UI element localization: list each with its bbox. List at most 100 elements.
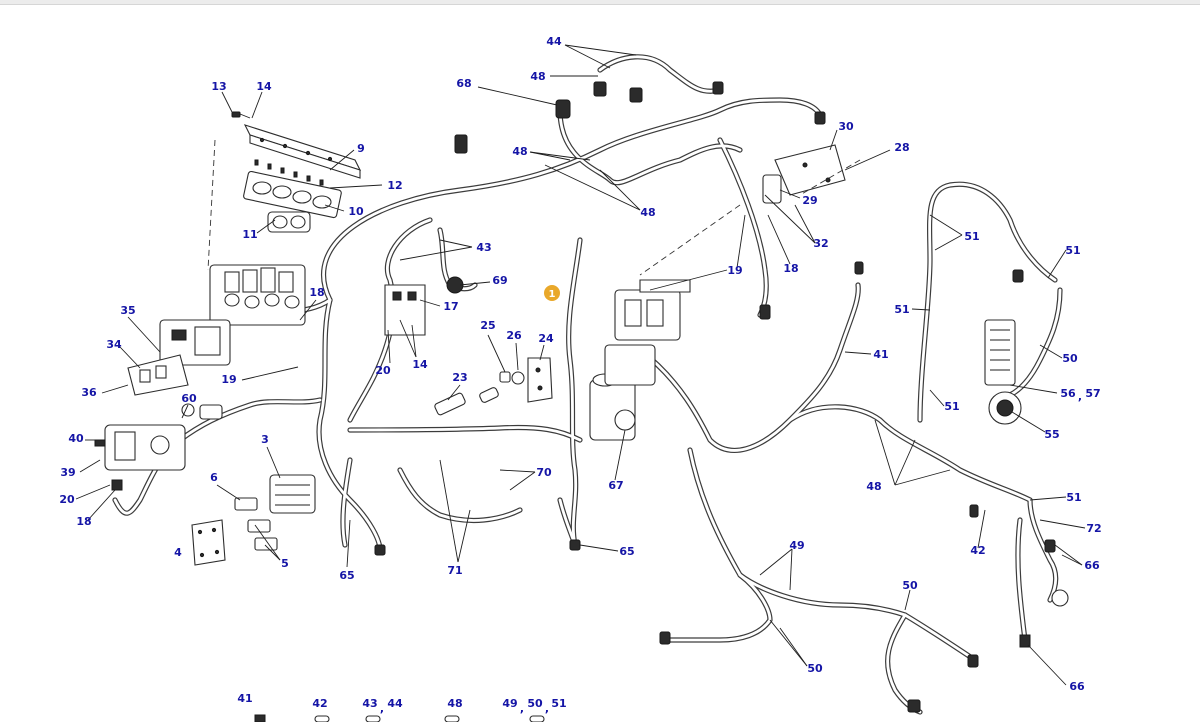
horn-55 [988, 391, 1022, 425]
hotspot-badge[interactable]: 1 [544, 285, 560, 301]
callout-49-bottom: 49 [502, 697, 517, 710]
callout-18: 18 [309, 286, 324, 299]
callout-5: 5 [281, 557, 289, 570]
callout-20: 20 [375, 364, 391, 377]
fuse-holder-39 [94, 424, 186, 491]
sensor-23 [434, 387, 499, 416]
screw-13 [231, 111, 251, 119]
right-lower-run [687, 447, 978, 663]
callout-35: 35 [120, 304, 135, 317]
callout-28: 28 [894, 141, 909, 154]
harness-wires-inner [113, 55, 1062, 714]
callout-40: 40 [68, 432, 84, 445]
callout-67: 67 [608, 479, 623, 492]
callout-51-bottom: 51 [551, 697, 566, 710]
callout-50: 50 [902, 579, 918, 592]
clamp-3 [269, 474, 316, 514]
callout-30: 30 [838, 120, 854, 133]
bracket-24 [527, 357, 553, 403]
callout-4: 4 [174, 546, 182, 559]
fittings-25-26 [499, 371, 525, 385]
callout-66: 66 [1084, 559, 1100, 572]
callout-19: 19 [221, 373, 236, 386]
callout-49: 49 [789, 539, 804, 552]
callout-48-bottom: 48 [447, 697, 462, 710]
callout-comma: , [545, 702, 549, 715]
callout-43: 43 [476, 241, 491, 254]
callout-3: 3 [261, 433, 269, 446]
callout-72: 72 [1086, 522, 1101, 535]
callout-51: 51 [1066, 491, 1081, 504]
callout-48: 48 [530, 70, 545, 83]
callout-25: 25 [480, 319, 495, 332]
bottom-parts-row [254, 714, 545, 722]
cable-45-lower [397, 467, 523, 524]
left-harness-lower [316, 297, 383, 553]
pump-assembly-67 [589, 344, 656, 441]
unit-56-57 [984, 319, 1016, 386]
module-35 [159, 319, 231, 366]
callout-19: 19 [727, 264, 742, 277]
callout-48: 48 [512, 145, 527, 158]
callout-23: 23 [452, 371, 467, 384]
callout-36: 36 [81, 386, 97, 399]
hotspot-badge-circle[interactable] [544, 285, 560, 301]
callout-32: 32 [813, 237, 828, 250]
callout-70: 70 [536, 466, 552, 479]
callout-14: 14 [412, 358, 428, 371]
callout-41: 41 [873, 348, 888, 361]
callout-24: 24 [538, 332, 554, 345]
bracket-34 [127, 354, 189, 396]
callout-26: 26 [506, 329, 522, 342]
callout-comma: , [380, 702, 384, 715]
clip-11 [267, 211, 311, 233]
callout-42: 42 [970, 544, 985, 557]
callout-57: 57 [1085, 387, 1100, 400]
fuse-relay-block [207, 139, 306, 326]
callout-50: 50 [807, 662, 823, 675]
callout-41-bottom: 41 [237, 692, 252, 705]
callout-44-bottom: 44 [387, 697, 403, 710]
callout-10: 10 [348, 205, 364, 218]
connector-60 [181, 403, 223, 420]
callout-11: 11 [242, 228, 257, 241]
callout-71: 71 [447, 564, 462, 577]
connectors [374, 81, 1056, 713]
callout-39: 39 [60, 466, 75, 479]
callout-51: 51 [944, 400, 959, 413]
callout-68: 68 [456, 77, 471, 90]
callout-labels: 44 48 68 13 14 9 12 10 11 48 48 43 69 17… [59, 35, 1101, 715]
callout-42-bottom: 42 [312, 697, 327, 710]
callout-51: 51 [964, 230, 979, 243]
lower-drop-to-bottom [885, 612, 923, 715]
plate-4 [191, 519, 226, 566]
window-top-edge [0, 0, 1200, 5]
callout-9: 9 [357, 142, 365, 155]
bracket-9 [243, 124, 362, 179]
callout-comma: , [1078, 390, 1082, 403]
callout-17: 17 [443, 300, 458, 313]
callout-51: 51 [1065, 244, 1080, 257]
callout-43-bottom: 43 [362, 697, 377, 710]
callout-18: 18 [76, 515, 91, 528]
right-vertical-51 [1007, 287, 1063, 398]
callout-13: 13 [211, 80, 226, 93]
components [94, 81, 1069, 722]
leader-lines [75, 44, 1086, 686]
callout-comma: , [520, 702, 524, 715]
callout-48: 48 [640, 206, 655, 219]
callout-34: 34 [106, 338, 122, 351]
bracket-30 [639, 144, 861, 276]
callout-48: 48 [866, 480, 881, 493]
callout-50-bottom: 50 [527, 697, 543, 710]
hotspot-badge-label: 1 [549, 289, 556, 300]
connector-68 [555, 99, 571, 119]
callout-65: 65 [619, 545, 634, 558]
callout-69: 69 [492, 274, 507, 287]
callout-18: 18 [783, 262, 798, 275]
callout-50: 50 [1062, 352, 1078, 365]
sensor-66 [1019, 589, 1069, 648]
bolts-12 [254, 159, 324, 186]
callout-60: 60 [181, 392, 197, 405]
